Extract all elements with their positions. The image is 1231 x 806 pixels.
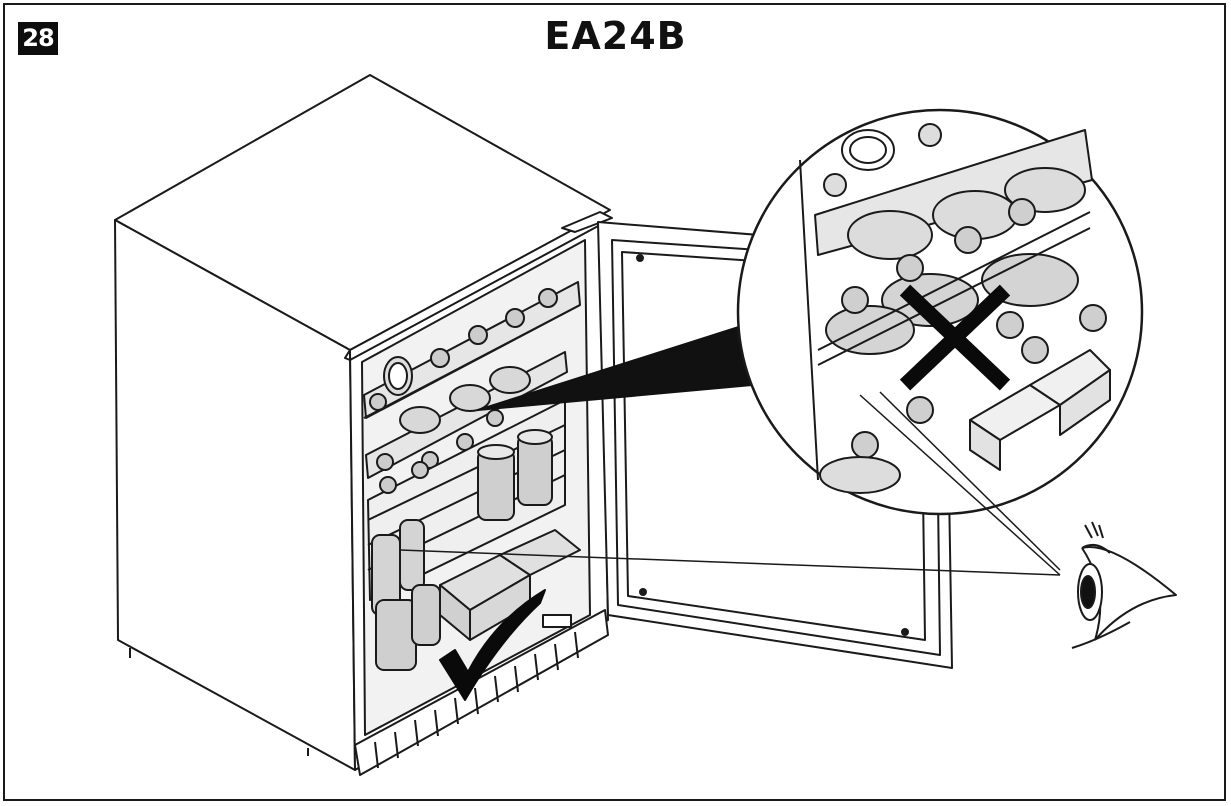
check-mark-icon <box>439 589 546 701</box>
bottom-grille <box>354 609 609 776</box>
middle-shelf <box>365 351 568 479</box>
top-shelf <box>363 281 581 419</box>
sight-lines <box>399 391 1061 576</box>
cross-mark-icon <box>899 284 1011 391</box>
eye-icon <box>1071 521 1177 649</box>
page-frame <box>3 3 1226 801</box>
step-number-badge: 28 <box>18 22 58 55</box>
magnified-detail <box>736 108 1144 516</box>
model-title: EA24B <box>544 14 687 58</box>
lower-items <box>371 519 581 671</box>
